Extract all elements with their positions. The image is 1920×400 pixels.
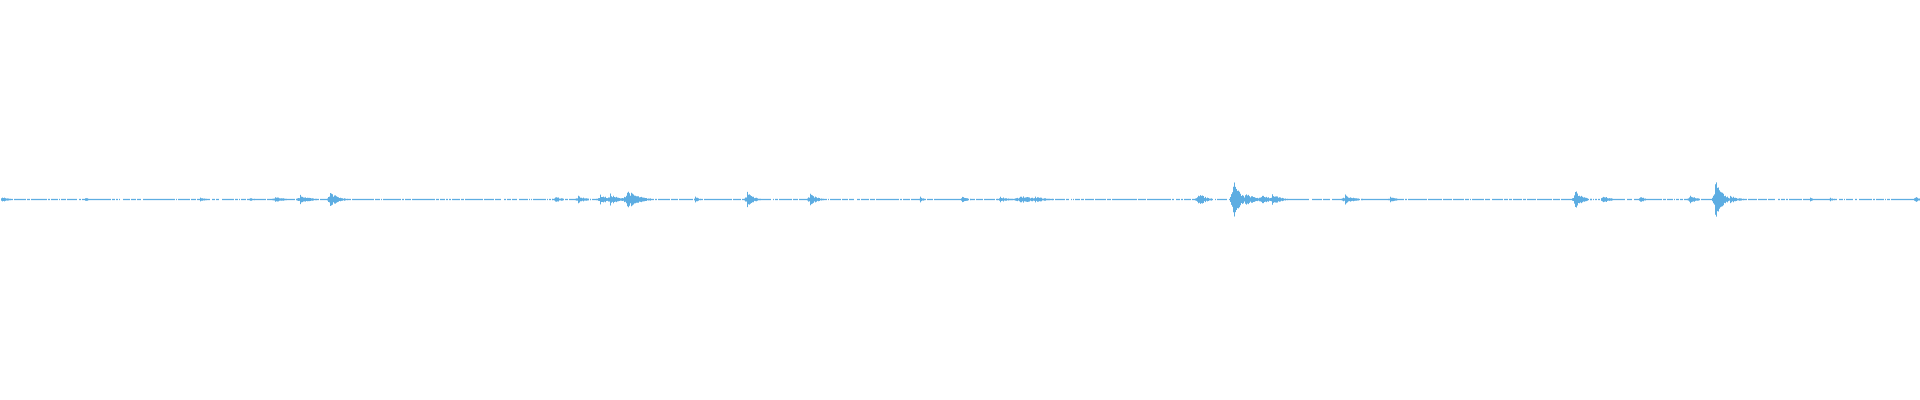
waveform-path xyxy=(1,182,1920,217)
